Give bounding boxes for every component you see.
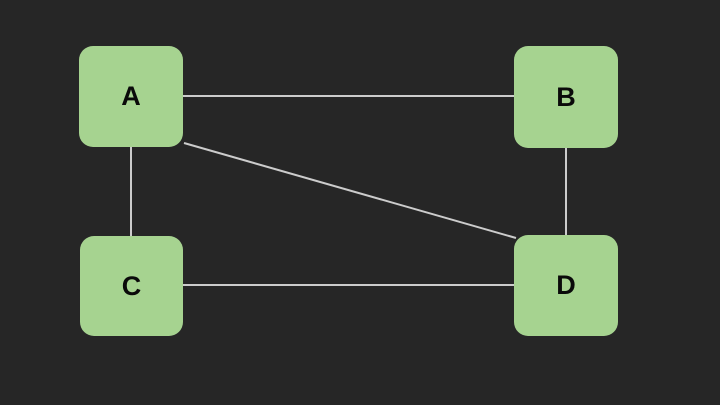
graph-node-d[interactable]: D — [514, 235, 618, 336]
node-label-b: B — [556, 81, 576, 112]
edge-a-d — [183, 142, 517, 239]
graph-node-c[interactable]: C — [80, 236, 183, 336]
graph-node-a[interactable]: A — [79, 46, 183, 147]
graph-node-b[interactable]: B — [514, 46, 618, 148]
node-label-a: A — [121, 81, 141, 111]
node-label-d: D — [556, 270, 576, 300]
node-label-c: C — [121, 270, 142, 301]
